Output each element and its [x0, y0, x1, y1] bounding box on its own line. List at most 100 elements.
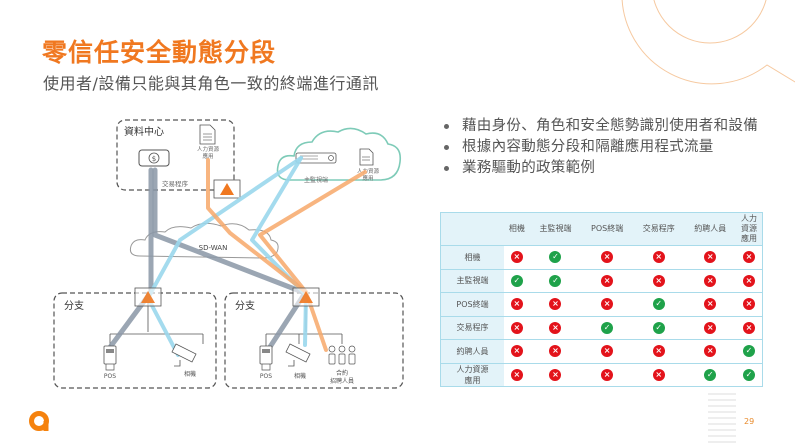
allow-check-icon: ✓: [510, 274, 523, 287]
table-row: 交易程序××✓✓××: [440, 316, 763, 340]
allow-check-icon: ✓: [742, 345, 755, 358]
deny-x-icon: ×: [549, 345, 562, 358]
column-header-text: 資源: [740, 224, 757, 233]
security-camera-icon: [171, 343, 197, 367]
deny-x-icon: ×: [704, 345, 717, 358]
policy-cell: ×: [504, 363, 530, 387]
pos-label-1: POS: [104, 373, 116, 380]
people-icon: [328, 345, 356, 365]
column-header-text: 約聘人員: [694, 224, 727, 233]
policy-cell: ×: [504, 339, 530, 364]
row-header-text: 相機: [464, 252, 481, 262]
row-header: 約聘人員: [440, 339, 504, 364]
allow-check-icon: ✓: [742, 368, 755, 381]
document-icon: [199, 124, 216, 145]
policy-cell: ✓: [633, 292, 685, 317]
column-header: POS終端: [581, 212, 633, 246]
policy-cell: ×: [684, 339, 736, 364]
column-header-text: 相機: [508, 224, 525, 233]
row-header-text: POS終端: [456, 299, 489, 309]
policy-cell: ×: [504, 292, 530, 317]
table-row: 約聘人員×××××✓: [440, 339, 763, 364]
table-row: 相機×✓××××: [440, 245, 763, 270]
deny-x-icon: ×: [742, 321, 755, 334]
deny-x-icon: ×: [601, 368, 614, 381]
branch-label-2: 分支: [235, 300, 255, 312]
dc-hr-app-label-2: 應用: [202, 152, 213, 160]
policy-cell: ×: [735, 269, 763, 293]
policy-cell: ×: [735, 245, 763, 270]
deny-x-icon: ×: [549, 368, 562, 381]
slide-subtitle: 使用者/設備只能與其角色一致的終端進行通訊: [43, 74, 379, 93]
column-header-text: 人力: [740, 214, 757, 223]
bullet-dot-icon: [444, 145, 449, 150]
firewall-triangle-icon: [213, 179, 241, 199]
deny-x-icon: ×: [704, 251, 717, 264]
camera-label-1: 相機: [184, 370, 196, 378]
cloud-hr-app-label: 人力資源: [357, 167, 380, 175]
column-header-text: 交易程序: [642, 224, 675, 233]
datacenter-label: 資料中心: [124, 125, 164, 138]
column-header-text: 主監視端: [539, 224, 572, 233]
policy-cell: ×: [735, 316, 763, 340]
policy-cell: ×: [529, 292, 582, 317]
allow-check-icon: ✓: [549, 274, 562, 287]
policy-cell: ×: [529, 316, 582, 340]
transaction-label: 交易程序: [162, 179, 189, 188]
deny-x-icon: ×: [652, 274, 665, 287]
contractor-label: 合約: [336, 369, 348, 377]
row-header: 相機: [440, 245, 504, 270]
cloud-icon: [276, 127, 402, 181]
deny-x-icon: ×: [601, 345, 614, 358]
deny-x-icon: ×: [510, 368, 523, 381]
deny-x-icon: ×: [601, 298, 614, 311]
brand-logo-icon: [29, 411, 49, 431]
dc-hr-app-label: 人力資源: [197, 145, 220, 153]
policy-cell: ×: [735, 292, 763, 317]
policy-cell: ×: [633, 245, 685, 270]
network-diagram: 資料中心 $ 交易程序 人力資源 應用 主監視端 人力資源 應用 SD-WAN …: [53, 119, 404, 389]
policy-cell: ✓: [529, 245, 582, 270]
datacenter-zone: [116, 119, 235, 191]
branch-label-1: 分支: [64, 300, 84, 312]
policy-cell: ✓: [529, 269, 582, 293]
policy-cell: ×: [581, 269, 633, 293]
slide-title: 零信任安全動態分段: [42, 38, 277, 67]
deny-x-icon: ×: [742, 298, 755, 311]
bullet-dot-icon: [444, 124, 449, 129]
bullet-item: 根據內容動態分段和隔離應用程式流量: [440, 137, 758, 158]
policy-cell: ×: [581, 292, 633, 317]
policy-cell: ×: [684, 292, 736, 317]
deny-x-icon: ×: [510, 345, 523, 358]
policy-cell: ×: [684, 316, 736, 340]
deny-x-icon: ×: [652, 368, 665, 381]
table-row: 人力資源應用 × × × × ✓ ✓: [440, 363, 763, 387]
table-row: POS終端 × × × ✓ × ×: [440, 292, 763, 317]
policy-cell: ×: [633, 363, 685, 387]
allow-check-icon: ✓: [652, 298, 665, 311]
row-header-text: 主監視端: [456, 276, 489, 286]
row-header-text: 約聘人員: [456, 346, 489, 356]
bullet-item: 業務驅動的政策範例: [440, 158, 758, 179]
row-header-text: 人力資源: [456, 364, 489, 374]
pos-terminal-icon: [259, 345, 273, 371]
allow-check-icon: ✓: [549, 251, 562, 264]
deny-x-icon: ×: [510, 298, 523, 311]
policy-cell: ✓: [504, 269, 530, 293]
policy-cell: ✓: [735, 339, 763, 364]
contractor-label-2: 招聘人員: [330, 377, 354, 385]
row-header: 人力資源應用: [440, 363, 504, 387]
deny-x-icon: ×: [510, 321, 523, 334]
allow-check-icon: ✓: [704, 368, 717, 381]
row-header-text: 應用: [464, 375, 481, 385]
firewall-triangle-icon: [292, 287, 320, 307]
policy-cell: ✓: [735, 363, 763, 387]
page-number: 29: [744, 417, 755, 426]
policy-cell: ×: [529, 339, 582, 364]
column-header: 交易程序: [633, 212, 685, 246]
dvr-icon: [295, 152, 337, 164]
column-header: 相機: [504, 212, 530, 246]
firewall-triangle-icon: [134, 287, 162, 307]
dollar-server-icon: $: [138, 149, 170, 167]
column-header-text: POS終端: [591, 224, 624, 233]
